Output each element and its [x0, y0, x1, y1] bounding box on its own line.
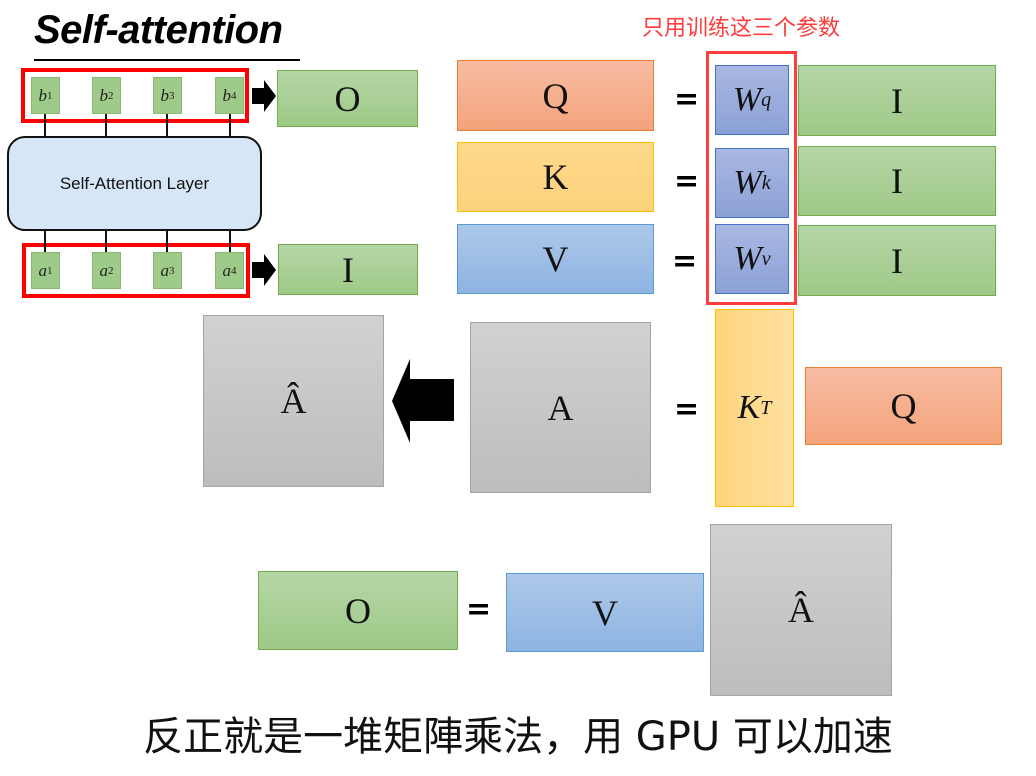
equals-sign: = [674, 82, 700, 117]
key-matrix-K: K [457, 142, 654, 212]
normalized-attention-matrix-A-hat: Â [203, 315, 384, 487]
connector-line [229, 114, 231, 136]
connector-line [44, 231, 46, 253]
bottom-caption: 反正就是一堆矩陣乘法，用 GPU 可以加速 [143, 714, 893, 760]
output-matrix-O: O [277, 70, 418, 127]
equals-sign: = [674, 164, 700, 199]
output-vectors-highlight [21, 68, 249, 123]
connector-line [105, 114, 107, 136]
arrow-right-icon [252, 254, 276, 286]
normalized-attention-matrix-A-hat: Â [710, 524, 892, 696]
connector-line [166, 231, 168, 253]
input-matrix-I: I [798, 65, 996, 136]
slide-title: Self-attention [34, 8, 283, 52]
attention-matrix-A: A [470, 322, 651, 493]
query-matrix-Q: Q [457, 60, 654, 131]
connector-line [229, 231, 231, 253]
equals-sign: = [466, 592, 492, 627]
trainable-weights-highlight [706, 51, 797, 305]
connector-line [166, 114, 168, 136]
arrow-right-icon [252, 80, 276, 112]
equals-sign: = [674, 392, 700, 427]
query-matrix-Q: Q [805, 367, 1002, 445]
input-matrix-I: I [278, 244, 418, 295]
input-vectors-highlight [22, 243, 250, 298]
input-matrix-I: I [798, 225, 996, 296]
title-underline [34, 59, 300, 61]
value-matrix-V: V [457, 224, 654, 294]
trainable-params-note: 只用训练这三个参数 [642, 15, 841, 40]
arrow-left-icon [392, 359, 454, 443]
connector-line [44, 114, 46, 136]
connector-line [105, 231, 107, 253]
value-matrix-V: V [506, 573, 704, 652]
output-matrix-O: O [258, 571, 458, 650]
input-matrix-I: I [798, 146, 996, 216]
equals-sign: = [672, 244, 698, 279]
self-attention-layer: Self-Attention Layer [7, 136, 262, 231]
